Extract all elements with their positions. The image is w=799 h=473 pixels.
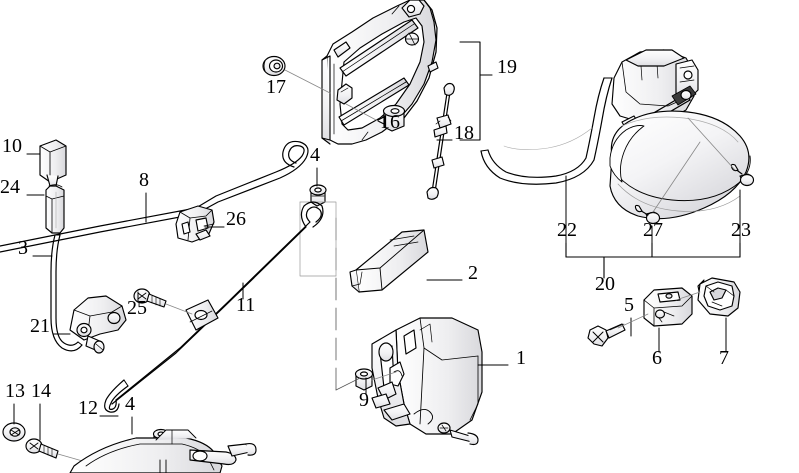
callout-12: 12 xyxy=(78,397,98,419)
part-9-lock-fixing-bolt xyxy=(354,368,374,391)
part-5-hex-socket-screw xyxy=(587,323,626,347)
callout-4-lower: 4 xyxy=(125,393,135,415)
callout-27: 27 xyxy=(643,219,663,241)
bracket-20 xyxy=(565,242,741,279)
part-1-door-lock-mechanism xyxy=(371,317,483,446)
part-10-rod-end-connector xyxy=(39,139,67,187)
part-18-lock-cylinder-rod xyxy=(426,82,455,200)
callout-3: 3 xyxy=(18,237,28,259)
callout-26: 26 xyxy=(226,208,246,230)
callout-21: 21 xyxy=(30,315,50,337)
part-24-rod-sleeve xyxy=(45,184,65,234)
part-21-operating-lever xyxy=(69,295,127,354)
callout-22: 22 xyxy=(557,219,577,241)
callout-5: 5 xyxy=(624,294,634,316)
callout-1: 1 xyxy=(516,347,526,369)
part-11-release-cable xyxy=(111,201,324,405)
callout-7: 7 xyxy=(719,347,729,369)
part-2-lock-cover-cap xyxy=(349,229,429,293)
callout-19: 19 xyxy=(497,56,517,78)
callout-10: 10 xyxy=(2,135,22,157)
callout-2: 2 xyxy=(468,262,478,284)
callout-16: 16 xyxy=(380,111,400,133)
part-6-striker-bracket xyxy=(643,287,693,327)
callout-14: 14 xyxy=(31,380,51,402)
part-7-striker-plate xyxy=(697,277,741,317)
bracket-19 xyxy=(459,41,493,141)
callout-18: 18 xyxy=(454,122,474,144)
door-panel-fragment xyxy=(69,429,257,473)
part-23-handle-pin xyxy=(730,163,755,187)
part-8-bowden-link-rod xyxy=(0,140,309,253)
part-14-self-tapping-screw xyxy=(25,438,59,459)
callout-4-upper: 4 xyxy=(310,144,320,166)
part-22-handle-bracket-arm xyxy=(480,77,613,185)
callout-13: 13 xyxy=(5,380,25,402)
part-27-handle-pin xyxy=(634,204,661,225)
part-16-shoulder-bolt xyxy=(377,104,406,132)
callout-17: 17 xyxy=(266,76,286,98)
callout-8: 8 xyxy=(139,169,149,191)
part-12-lower-linkage-rod xyxy=(104,379,129,413)
part-26-cable-retainer-clip xyxy=(175,205,215,243)
part-20-outside-handle-assembly xyxy=(480,49,755,225)
callout-24: 24 xyxy=(0,176,20,198)
part-13-washer xyxy=(2,422,26,442)
callout-6: 6 xyxy=(652,347,662,369)
part-17-rubber-bushing xyxy=(262,55,286,77)
callout-23: 23 xyxy=(731,219,751,241)
callout-20: 20 xyxy=(595,273,615,295)
callout-9: 9 xyxy=(359,389,369,411)
callout-11: 11 xyxy=(236,294,256,316)
callout-25: 25 xyxy=(127,297,147,319)
